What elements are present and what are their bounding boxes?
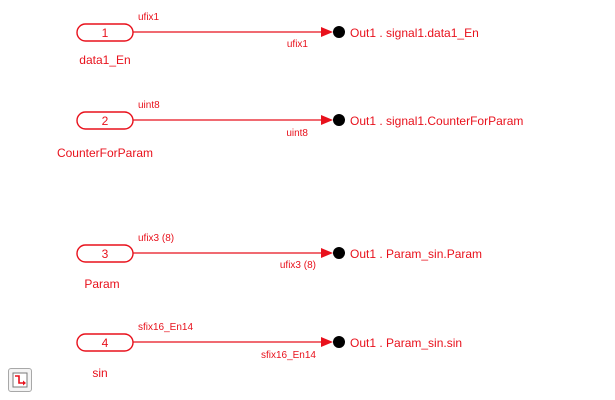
inport-number: 4: [102, 336, 109, 350]
signal-type-label-source: ufix3 (8): [138, 233, 174, 244]
inport-number: 2: [102, 114, 109, 128]
inport-block-3[interactable]: 3: [76, 244, 134, 263]
port-terminator-dot[interactable]: [333, 26, 345, 38]
target-port-label: Out1 . Param_sin.sin: [350, 336, 462, 350]
signal-arrowhead: [321, 27, 333, 37]
signal-type-label-source: sfix16_En14: [138, 322, 193, 333]
signal-type-label-dest: sfix16_En14: [261, 350, 316, 361]
signal-routing-icon: [12, 372, 28, 388]
port-terminator-dot[interactable]: [333, 114, 345, 126]
inport-name-label: sin: [92, 366, 107, 380]
inport-block-1[interactable]: 1: [76, 23, 134, 42]
signal-type-label-dest: ufix3 (8): [280, 260, 316, 271]
port-terminator-dot[interactable]: [333, 247, 345, 259]
inport-number: 1: [102, 26, 109, 40]
target-port-label: Out1 . signal1.data1_En: [350, 26, 479, 40]
inport-name-label: CounterForParam: [57, 146, 153, 160]
inport-name-label: data1_En: [79, 53, 130, 67]
inport-block-2[interactable]: 2: [76, 111, 134, 130]
target-port-label: Out1 . signal1.CounterForParam: [350, 114, 523, 128]
inport-number: 3: [102, 247, 109, 261]
signal-type-label-dest: uint8: [286, 128, 308, 139]
signal-type-label-dest: ufix1: [287, 39, 309, 50]
signal-routing-button[interactable]: [8, 368, 32, 392]
inport-block-4[interactable]: 4: [76, 333, 134, 352]
signal-type-label-source: ufix1: [138, 12, 160, 23]
port-terminator-dot[interactable]: [333, 336, 345, 348]
target-port-label: Out1 . Param_sin.Param: [350, 247, 482, 261]
inport-name-label: Param: [84, 277, 119, 291]
signal-type-label-source: uint8: [138, 100, 160, 111]
signal-arrowhead: [321, 115, 333, 125]
signal-arrowhead: [321, 248, 333, 258]
signal-arrowhead: [321, 337, 333, 347]
